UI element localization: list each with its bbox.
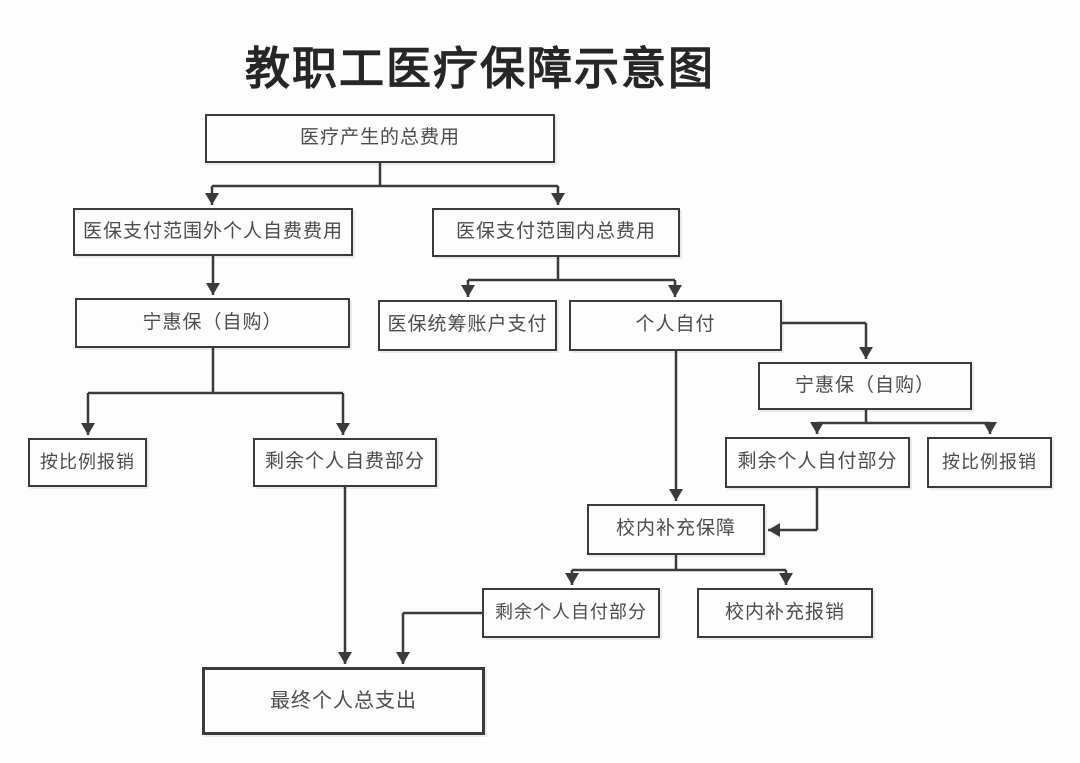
edge-trunks: [88, 163, 990, 615]
node-proportional-reimburse-left: 按比例报销: [28, 438, 147, 487]
node-total-medical-cost: 医疗产生的总费用: [205, 114, 555, 163]
node-proportional-reimburse-right: 按比例报销: [927, 437, 1052, 488]
node-ninghuibao-self-purchase-right: 宁惠保（自购）: [758, 362, 972, 410]
node-out-of-scope-self-expense: 医保支付范围外个人自费费用: [73, 208, 353, 256]
node-final-personal-total: 最终个人总支出: [202, 667, 485, 735]
node-pooled-account-pay: 医保统筹账户支付: [378, 300, 557, 351]
node-in-scope-total-cost: 医保支付范围内总费用: [432, 208, 680, 257]
diagram-title: 教职工医疗保障示意图: [244, 43, 715, 94]
node-campus-supplement-guarantee: 校内补充保障: [587, 504, 765, 555]
node-campus-supplement-reimburse: 校内补充报销: [697, 588, 873, 638]
node-remaining-self-pay-upper: 剩余个人自付部分: [725, 437, 910, 488]
node-remaining-self-expense: 剩余个人自费部分: [253, 438, 437, 487]
node-ninghuibao-self-purchase-left: 宁惠保（自购）: [75, 298, 350, 348]
node-remaining-self-pay-lower: 剩余个人自付部分: [482, 588, 660, 638]
node-personal-self-pay: 个人自付: [569, 300, 782, 351]
